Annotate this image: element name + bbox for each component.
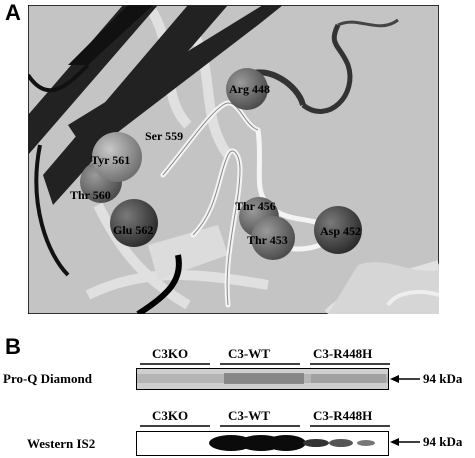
western-blot-image — [136, 431, 389, 456]
group-brackets-top — [140, 363, 390, 365]
proq-marker-arrow — [390, 375, 420, 383]
residue-tyr561-sphere — [92, 132, 142, 182]
group-brackets-bottom — [140, 425, 390, 427]
beta-strands — [28, 5, 283, 205]
proq-marker-label: 94 kDa — [423, 371, 463, 386]
label-ser559: Ser 559 — [145, 129, 183, 143]
label-arg448: Arg 448 — [229, 82, 270, 96]
label-asp452: Asp 452 — [320, 224, 361, 238]
label-thr453: Thr 453 — [247, 233, 288, 247]
residue-glu562-sphere — [110, 199, 158, 247]
label-tyr561: Tyr 561 — [91, 153, 130, 167]
blot-label-proq: Pro-Q Diamond — [3, 371, 92, 386]
group-label-c3wt-top: C3-WT — [228, 346, 270, 361]
panel-a-letter: A — [5, 0, 21, 25]
residue-asp452-sphere — [314, 206, 362, 254]
group-label-c3r448h-bottom: C3-R448H — [313, 408, 373, 423]
group-label-c3ko-top: C3KO — [152, 346, 189, 361]
western-marker-label: 94 kDa — [423, 434, 463, 449]
label-thr560: Thr 560 — [70, 188, 111, 202]
residue-arg448-sphere — [226, 68, 268, 110]
label-thr456: Thr 456 — [235, 199, 276, 213]
blot-label-western: Western IS2 — [27, 436, 96, 451]
group-label-c3wt-bottom: C3-WT — [228, 408, 270, 423]
group-label-c3ko-bottom: C3KO — [152, 408, 189, 423]
protein-structure-image: Arg 448 Tyr 561 Ser 559 Thr 560 Glu 562 … — [28, 5, 439, 314]
group-label-c3r448h-top: C3-R448H — [313, 346, 373, 361]
residue-thr453-sphere — [251, 216, 295, 260]
label-glu562: Glu 562 — [113, 223, 153, 237]
panel-b-letter: B — [5, 334, 21, 359]
western-marker-arrow — [390, 438, 420, 446]
proq-blot-image — [136, 368, 389, 390]
